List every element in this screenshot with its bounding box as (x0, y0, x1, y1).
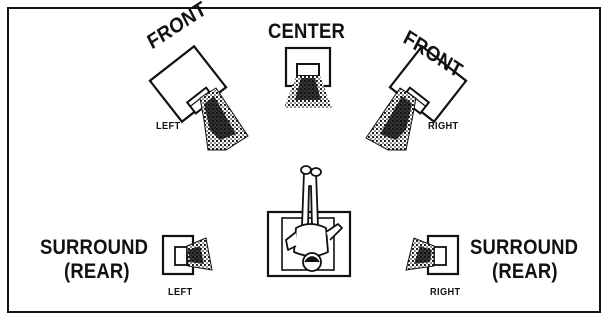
front-right-side-label: RIGHT (428, 120, 459, 132)
surround-left-label: SURROUND (40, 236, 149, 259)
surround-right-speaker (405, 234, 460, 276)
front-left-speaker (148, 44, 249, 151)
front-left-side-label: LEFT (156, 120, 181, 132)
rear-left-label: (REAR) (64, 260, 130, 283)
surround-left-speaker (161, 234, 213, 276)
surround-right-label: SURROUND (470, 236, 579, 259)
center-speaker (284, 46, 332, 108)
rear-right-label: (REAR) (492, 260, 558, 283)
front-right-speaker (365, 44, 468, 151)
surround-right-side-label: RIGHT (430, 286, 461, 298)
listener (266, 165, 352, 278)
listener-icon (285, 165, 343, 272)
center-label: CENTER (268, 20, 346, 43)
surround-left-side-label: LEFT (168, 286, 193, 298)
